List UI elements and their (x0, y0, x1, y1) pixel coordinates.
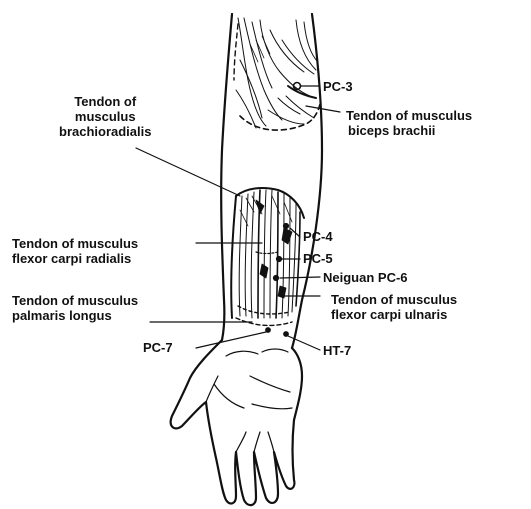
pc6-point-marker (273, 275, 278, 280)
label-tendon-flexor-carpi-ulnaris: Tendon of musculus flexor carpi ulnaris (331, 292, 457, 322)
label-tendon-biceps-brachii: Tendon of musculus biceps brachii (346, 108, 472, 138)
hand-outline (171, 340, 302, 505)
label-tendon-flexor-carpi-radialis: Tendon of musculus flexor carpi radialis (12, 236, 138, 266)
label-tendon-brachioradialis: Tendon of musculus brachioradialis (59, 94, 151, 139)
wrist-tendon-sketch (231, 188, 304, 325)
label-brachioradialis-line-2: musculus (59, 109, 151, 124)
label-flexor-radialis-line-2: flexor carpi radialis (12, 251, 138, 266)
label-brachioradialis-line-3: brachioradialis (59, 124, 151, 139)
pc5-point-marker (276, 256, 281, 261)
label-pc7: PC-7 (143, 340, 173, 355)
label-tendon-palmaris-longus: Tendon of musculus palmaris longus (12, 293, 138, 323)
label-pc4: PC-4 (303, 229, 333, 244)
leader-lines (136, 86, 340, 350)
label-ht7: HT-7 (323, 343, 351, 358)
label-palmaris-line-2: palmaris longus (12, 308, 138, 323)
label-flexor-radialis-line-1: Tendon of musculus (12, 236, 138, 251)
elbow-tendon-sketch (234, 18, 320, 130)
label-pc5: PC-5 (303, 251, 333, 266)
label-neiguan-pc6: Neiguan PC-6 (323, 270, 408, 285)
label-flexor-ulnaris-line-1: Tendon of musculus (331, 292, 457, 307)
label-brachioradialis-line-1: Tendon of (59, 94, 151, 109)
label-pc3: PC-3 (323, 79, 353, 94)
label-palmaris-line-1: Tendon of musculus (12, 293, 138, 308)
label-flexor-ulnaris-line-2: flexor carpi ulnaris (331, 307, 457, 322)
pc4-point-marker (283, 223, 288, 228)
label-biceps-line-1: Tendon of musculus (346, 108, 472, 123)
hand-creases (206, 349, 292, 452)
label-biceps-line-2: biceps brachii (346, 123, 472, 138)
